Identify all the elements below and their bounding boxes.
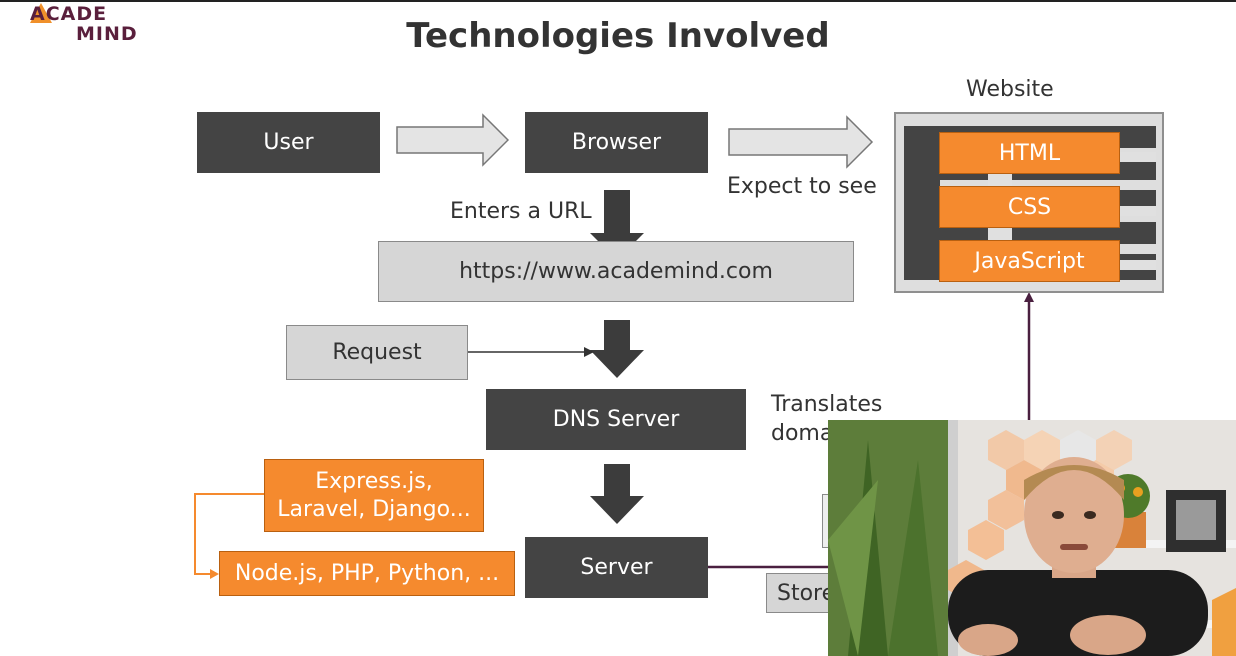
arrow-request-head bbox=[584, 347, 594, 357]
orange-connector-head bbox=[210, 569, 219, 579]
website-sidebar bbox=[904, 126, 940, 280]
website-css-block: CSS bbox=[939, 186, 1120, 228]
presenter-webcam bbox=[828, 420, 1236, 656]
website-side-block bbox=[1120, 206, 1156, 216]
label-enters-url: Enters a URL bbox=[450, 199, 592, 224]
node-store-label: Store bbox=[777, 580, 836, 606]
logo-mark-icon bbox=[30, 3, 52, 23]
label-domain: doma bbox=[771, 421, 834, 446]
top-border bbox=[0, 0, 1236, 2]
node-languages: Node.js, PHP, Python, ... bbox=[219, 551, 515, 596]
webcam-scene bbox=[828, 420, 1236, 656]
website-javascript-block: JavaScript bbox=[939, 240, 1120, 282]
arrow-url-dns bbox=[590, 320, 644, 378]
website-side-block bbox=[1120, 260, 1156, 270]
website-side-block bbox=[1120, 152, 1156, 162]
website-connector-block bbox=[988, 228, 1012, 240]
website-html-block: HTML bbox=[939, 132, 1120, 174]
website-connector-block bbox=[988, 174, 1012, 186]
arrow-dns-server bbox=[590, 464, 644, 524]
arrow-browser-website bbox=[728, 115, 874, 169]
node-request: Request bbox=[286, 325, 468, 380]
node-dns-server: DNS Server bbox=[486, 389, 746, 450]
node-user: User bbox=[197, 112, 380, 173]
website-connector-head bbox=[1024, 292, 1034, 302]
orange-connector bbox=[194, 493, 264, 575]
label-expect-to-see: Expect to see bbox=[727, 174, 877, 199]
node-server: Server bbox=[525, 537, 708, 598]
node-url: https://www.academind.com bbox=[378, 241, 854, 302]
website-label: Website bbox=[966, 77, 1054, 102]
website-frame: HTML CSS JavaScript bbox=[894, 112, 1164, 293]
academind-logo: ACADE MIND bbox=[30, 4, 138, 44]
arrow-user-browser bbox=[396, 113, 510, 167]
label-translates: Translates bbox=[771, 392, 883, 417]
node-frameworks: Express.js, Laravel, Django... bbox=[264, 459, 484, 532]
logo-line-2: MIND bbox=[76, 23, 138, 45]
slide-title: Technologies Involved bbox=[406, 16, 830, 56]
node-browser: Browser bbox=[525, 112, 708, 173]
logo-line-1: ACADE bbox=[30, 3, 108, 25]
